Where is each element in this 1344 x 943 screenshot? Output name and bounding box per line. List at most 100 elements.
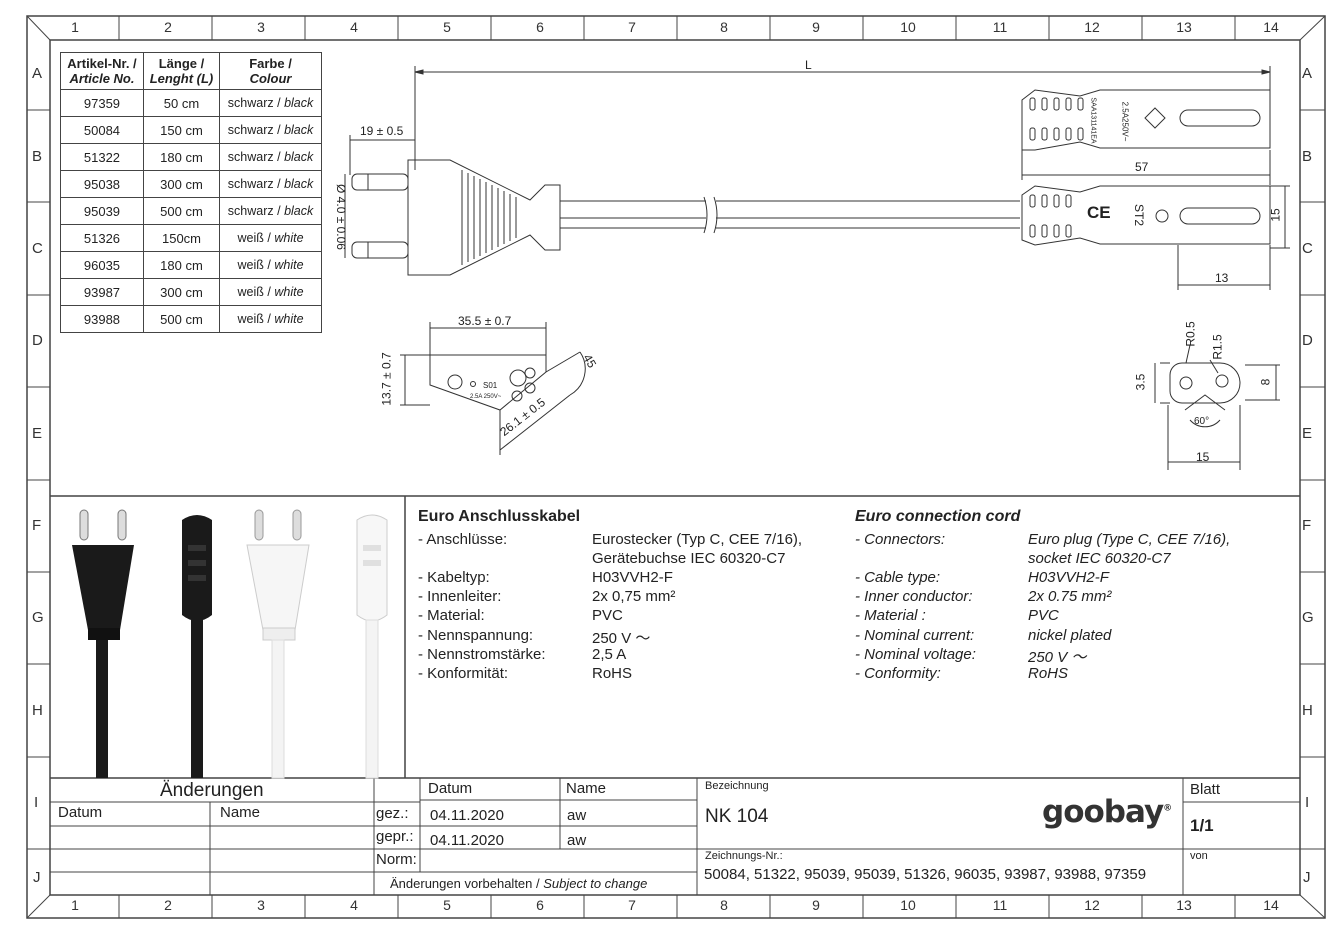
- col-label: 8: [720, 897, 728, 913]
- row-label: H: [32, 702, 43, 719]
- col-label: 9: [812, 897, 820, 913]
- row-label: H: [1302, 702, 1313, 719]
- row-label: J: [33, 869, 41, 886]
- sheet-number: 1/1: [1190, 816, 1214, 835]
- col-label: 5: [443, 19, 451, 35]
- drawing-number: 50084, 51322, 95039, 95039, 51326, 96035…: [704, 866, 1147, 883]
- spec-value: RoHS: [1028, 665, 1069, 682]
- designation-label: Bezeichnung: [705, 780, 769, 792]
- row-label: G: [1302, 609, 1314, 626]
- spec-label: - Innenleiter:: [418, 588, 502, 605]
- checked-name: aw: [567, 832, 587, 849]
- spec-label: - Kabeltyp:: [418, 569, 490, 586]
- row-label: F: [1302, 517, 1312, 534]
- col-label: 12: [1084, 19, 1100, 35]
- spec-value: PVC: [592, 607, 623, 624]
- spec-value: 2x 0,75 mm²: [592, 588, 676, 605]
- col-label: 4: [350, 897, 358, 913]
- dim-8: 8: [1258, 378, 1273, 386]
- row-label: J: [1303, 869, 1311, 886]
- dim-3-5: 3.5: [1133, 373, 1148, 391]
- spec-label: - Nennstromstärke:: [418, 646, 546, 663]
- checked-date: 04.11.2020: [430, 832, 504, 849]
- col-label: 6: [536, 19, 544, 35]
- row-label: C: [1302, 240, 1313, 257]
- col-label: 8: [720, 19, 728, 35]
- product-photo: [72, 509, 388, 779]
- checked-label: gepr.:: [376, 828, 414, 845]
- spec-label: - Material:: [418, 607, 485, 624]
- drawn-name: aw: [567, 807, 587, 824]
- col-label: 12: [1084, 897, 1100, 913]
- col-label: 4: [350, 19, 358, 35]
- spec-label: - Nominal voltage:: [855, 646, 976, 663]
- col-label: 14: [1263, 897, 1279, 913]
- dim-plug-width: 35.5 ± 0.7: [458, 314, 512, 328]
- spec-label: - Inner conductor:: [855, 588, 973, 605]
- spec-label: - Conformity:: [855, 665, 941, 682]
- spec-value: Gerätebuchse IEC 60320-C7: [592, 550, 786, 567]
- spec-value: Eurostecker (Typ C, CEE 7/16),: [592, 531, 803, 548]
- datum-header: Datum: [428, 780, 473, 797]
- dim-pin-width: 15: [1196, 450, 1210, 464]
- spec-value: 250 V ～: [592, 630, 651, 647]
- spec-label: - Nominal current:: [855, 627, 975, 644]
- row-label: I: [1305, 794, 1310, 811]
- row-label: A: [1302, 65, 1313, 82]
- spec-value: H03VVH2-F: [1028, 569, 1109, 586]
- row-label: D: [1302, 332, 1313, 349]
- spec-label: - Material :: [855, 607, 926, 624]
- subject-to-change: Änderungen vorbehalten / Subject to chan…: [390, 876, 648, 891]
- col-label: 7: [628, 897, 636, 913]
- of-label: von: [1190, 850, 1208, 862]
- dim-pin-diameter: Ø 4.0 ± 0.06: [334, 184, 348, 250]
- spec-value: 250 V ～: [1028, 649, 1087, 666]
- title-de: Euro Anschlusskabel: [418, 508, 581, 525]
- dim-socket-height: 15: [1268, 208, 1283, 222]
- designation: NK 104: [705, 806, 769, 827]
- col-label: 13: [1176, 19, 1192, 35]
- spec-label: - Connectors:: [855, 531, 946, 548]
- ce-mark: CE: [1087, 203, 1111, 222]
- spec-value: Euro plug (Type C, CEE 7/16),: [1028, 531, 1231, 548]
- dim-socket-opening: 13: [1215, 271, 1229, 285]
- changes-name: Name: [220, 804, 261, 821]
- col-label: 2: [164, 19, 172, 35]
- dim-angle-60: 60°: [1194, 416, 1210, 427]
- dim-plug-height: 13.7 ± 0.7: [379, 352, 394, 406]
- socket-rating: 2.5A250V~: [1120, 101, 1130, 142]
- header-article: Artikel-Nr. /Article No.: [60, 52, 144, 90]
- sheet-label: Blatt: [1190, 781, 1221, 798]
- spec-label: - Anschlüsse:: [418, 531, 508, 548]
- dim-socket-length: 57: [1135, 160, 1149, 174]
- col-label: 13: [1176, 897, 1192, 913]
- dim-r05: R0.5: [1183, 321, 1198, 347]
- row-label: C: [32, 240, 43, 257]
- drawn-label: gez.:: [376, 805, 409, 822]
- col-label: 14: [1263, 19, 1279, 35]
- col-label: 6: [536, 897, 544, 913]
- spec-value: H03VVH2-F: [592, 569, 673, 586]
- row-label: F: [32, 517, 42, 534]
- row-label: I: [34, 794, 39, 811]
- row-label: G: [32, 609, 44, 626]
- col-label: 11: [992, 897, 1008, 913]
- spec-label: - Konformität:: [418, 665, 509, 682]
- col-label: 7: [628, 19, 636, 35]
- col-label: 5: [443, 897, 451, 913]
- plug-rating: 2.5A 250V~: [470, 394, 502, 400]
- col-label: 1: [71, 897, 79, 913]
- row-label: E: [1302, 425, 1313, 442]
- spec-value: 2x 0.75 mm²: [1028, 588, 1112, 605]
- name-header: Name: [566, 780, 607, 797]
- spec-value: RoHS: [592, 665, 633, 682]
- spec-value: nickel plated: [1028, 627, 1112, 644]
- col-label: 9: [812, 19, 820, 35]
- spec-value: socket IEC 60320-C7: [1028, 550, 1171, 567]
